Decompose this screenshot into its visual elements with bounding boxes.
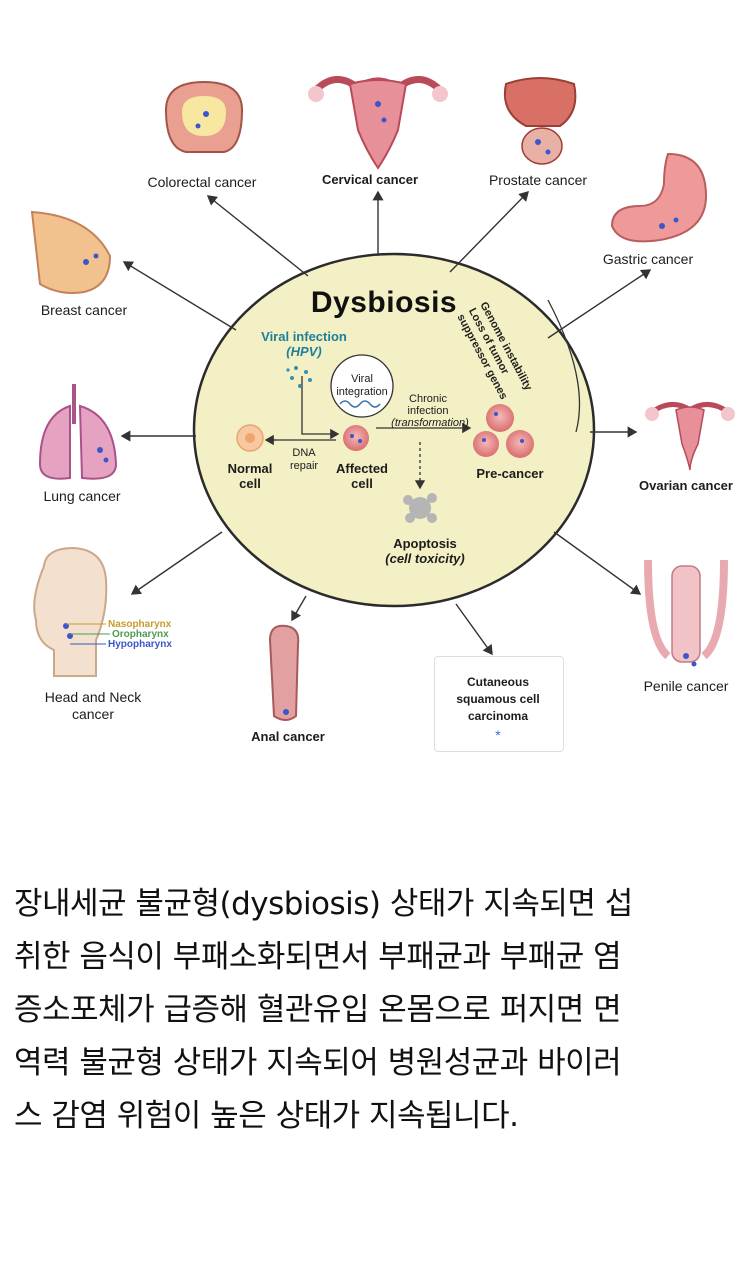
dysbiosis-ellipse [192,252,596,608]
affected-cell-label-2: cell [351,476,373,491]
outward-arrows [120,190,652,656]
lung-icon [38,384,118,480]
chronic-infection-label-3: (transformation) [391,417,469,429]
caption-line: 역력 불균형 상태가 지속되어 병원성균과 바이러 [14,1045,622,1081]
inner-arrows [264,299,581,490]
affected-cell [343,425,369,451]
cervical-icon [308,76,448,170]
normal-cell-label-2: cell [239,476,261,491]
pre-cancer-label: Pre-cancer [476,466,544,481]
prostate-cancer-label: Prostate cancer [488,172,588,188]
penile-cancer-label: Penile cancer [643,678,729,694]
cscc-marker-icon: * [495,727,501,743]
caption-line: 증소포체가 급증해 혈관유입 온몸으로 퍼지면 면 [14,992,622,1028]
oropharynx-label: Oropharynx [112,629,169,640]
anal-icon [268,624,300,721]
chronic-infection-label-2: infection [407,405,449,417]
normal-cell-label-1: Normal [227,461,273,476]
cscc-label-1: Cutaneous [466,675,530,689]
caption-line: 취한 음식이 부패소화되면서 부패균과 부패균 염 [14,939,622,975]
head-neck-icon [33,546,110,677]
viral-infection-label: Viral infection [261,329,347,344]
apoptosis-cell [403,493,437,523]
hpv-particles [286,366,312,388]
nasopharynx-label: Nasopharynx [108,619,172,630]
affected-cell-label-1: Affected [335,461,389,476]
gastric-cancer-label: Gastric cancer [602,251,694,267]
apoptosis-label-2: (cell toxicity) [385,551,465,566]
colorectal-icon [164,80,244,153]
pre-cancer-cells [473,404,534,458]
dna-repair-label-1: DNA [292,447,316,459]
ovarian-icon [645,402,735,471]
cscc-box [434,656,564,752]
penile-icon [644,559,728,667]
breast-icon [30,210,112,294]
ovarian-cancer-label: Ovarian cancer [639,478,733,493]
cervical-cancer-label: Cervical cancer [321,172,419,187]
dysbiosis-diagram: Colorectal cancer Cervical cancer Prosta… [30,76,735,752]
prostate-icon [504,77,577,165]
dna-repair-label-2: repair [289,460,319,472]
apoptosis-label-1: Apoptosis [393,536,457,551]
caption-line: 스 감염 위험이 높은 상태가 지속됩니다. [14,1098,519,1134]
cscc-label-2: squamous cell [456,692,540,706]
gastric-icon [610,152,708,243]
caption-line: 장내세균 불균형(dysbiosis) 상태가 지속되면 섭 [14,886,633,922]
head-neck-cancer-label-2: cancer [71,706,115,722]
hypopharynx-label: Hypopharynx [108,639,172,650]
cscc-label-3: carcinoma [467,709,529,723]
viral-integration-label-2: integration [336,386,388,398]
diagram-graphics [30,76,735,721]
caption-text: 장내세균 불균형(dysbiosis) 상태가 지속되면 섭 취한 음식이 부패… [14,878,738,1143]
hpv-label: (HPV) [286,344,322,359]
anal-cancer-label: Anal cancer [251,729,325,744]
viral-integration-label-1: Viral [351,373,373,385]
lung-cancer-label: Lung cancer [43,488,121,504]
dysbiosis-title: Dysbiosis [310,286,458,319]
breast-cancer-label: Breast cancer [40,302,128,318]
colorectal-cancer-label: Colorectal cancer [147,174,257,190]
head-neck-cancer-label-1: Head and Neck [44,689,142,705]
chronic-infection-label-1: Chronic [409,393,447,405]
